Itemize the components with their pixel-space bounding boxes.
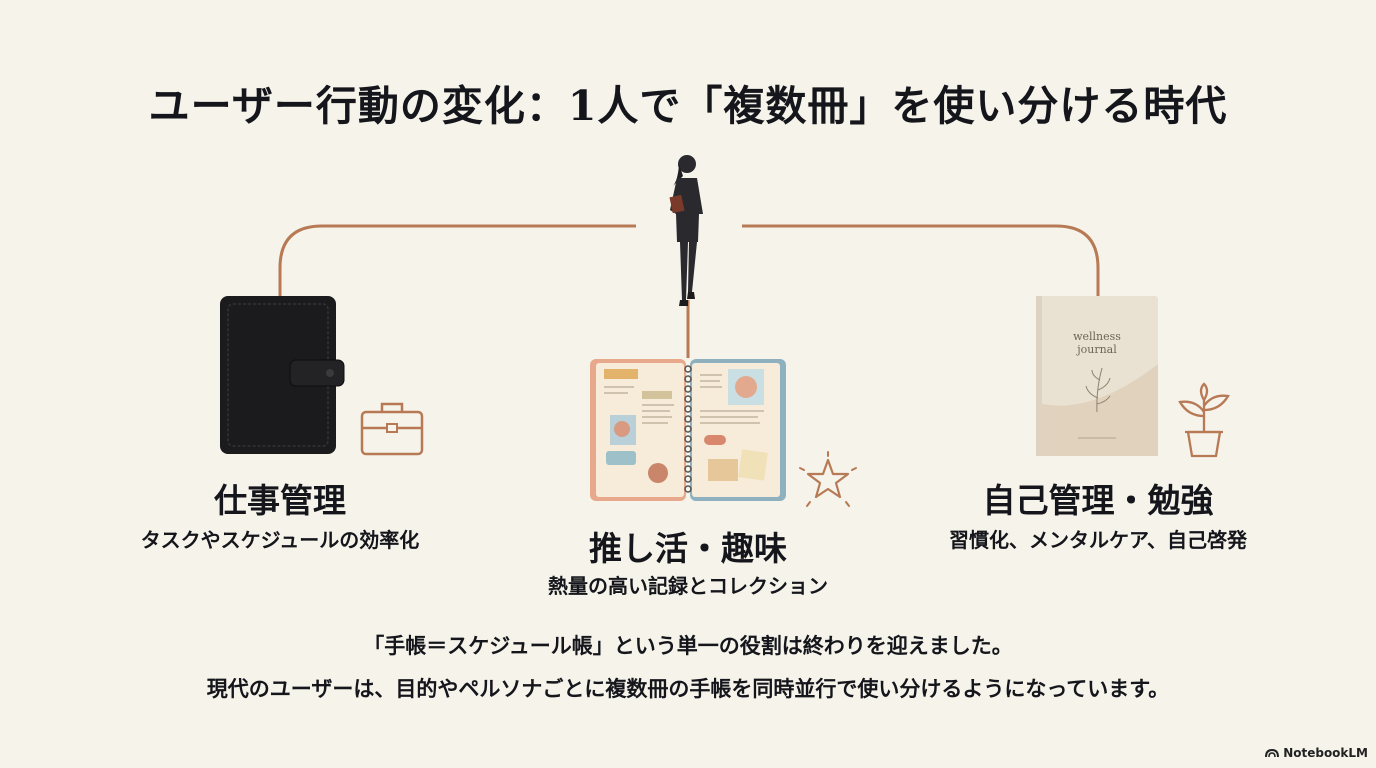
self-subtitle: 習慣化、メンタルケア、自己啓発 bbox=[949, 528, 1247, 552]
plant-icon bbox=[1178, 382, 1230, 458]
connector-left bbox=[278, 224, 636, 300]
black-planner-image bbox=[220, 296, 345, 454]
work-subtitle: タスクやスケジュールの効率化 bbox=[140, 528, 420, 552]
briefcase-icon bbox=[360, 402, 424, 456]
hobby-notebook-image bbox=[590, 359, 786, 501]
star-icon bbox=[799, 451, 857, 507]
work-title: 仕事管理 bbox=[214, 481, 346, 520]
brand-watermark: NotebookLM bbox=[1265, 746, 1368, 760]
caption-line-1: 「手帳＝スケジュール帳」という単一の役割は終わりを迎えました。 bbox=[363, 634, 1013, 658]
caption-line-2: 現代のユーザーは、目的やペルソナごとに複数冊の手帳を同時並行で使い分けるようにな… bbox=[206, 677, 1170, 701]
wellness-journal-image: wellness journal bbox=[1036, 296, 1158, 456]
journal-title-line1: wellness bbox=[1073, 330, 1121, 343]
hobby-subtitle: 熱量の高い記録とコレクション bbox=[548, 574, 828, 598]
journal-title-line2: journal bbox=[1075, 343, 1117, 356]
person-icon bbox=[669, 155, 703, 306]
connector-right bbox=[742, 224, 1100, 298]
slide-title: ユーザー行動の変化：1人で「複数冊」を使い分ける時代 bbox=[148, 82, 1228, 130]
brand-label: NotebookLM bbox=[1283, 746, 1368, 760]
self-title: 自己管理・勉強 bbox=[982, 481, 1214, 520]
notebooklm-logo-icon bbox=[1265, 748, 1280, 758]
hobby-title: 推し活・趣味 bbox=[589, 529, 787, 568]
